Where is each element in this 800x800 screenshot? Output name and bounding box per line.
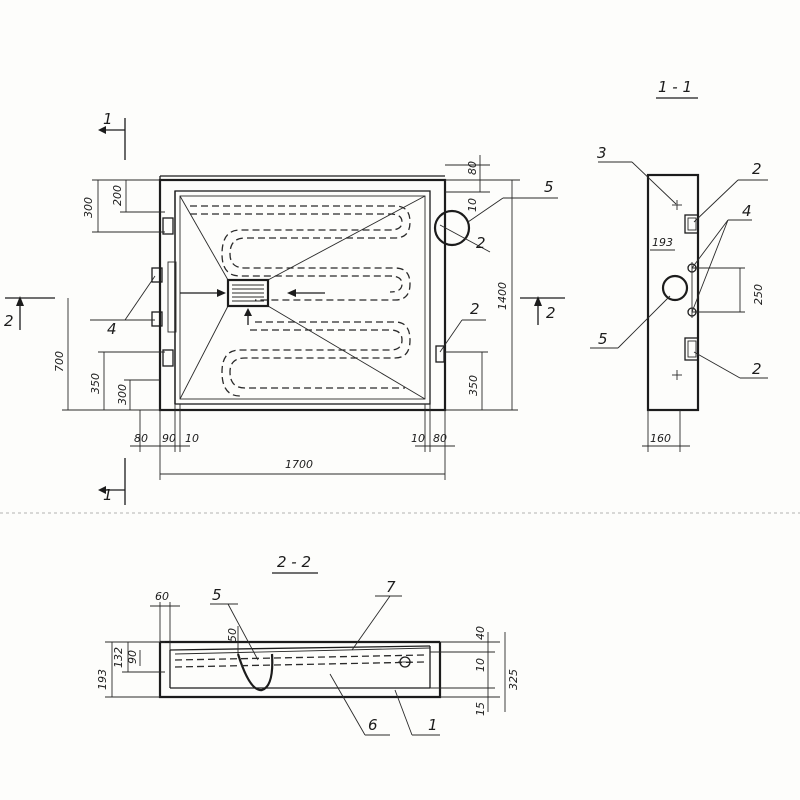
basin-inner-outline <box>174 190 431 405</box>
cut-label-1-bottom: 1 <box>103 486 113 504</box>
dim-80-bottom-right: 80 <box>433 432 447 445</box>
side-outlet-circle <box>661 274 689 302</box>
dim-350-left: 350 <box>89 373 102 394</box>
dim-300: 300 <box>82 197 95 218</box>
callout-2-side-bottom: 2 <box>752 360 762 378</box>
callout-3-side: 3 <box>597 144 607 162</box>
plan-outline <box>158 178 447 412</box>
callout-5-side: 5 <box>598 330 608 348</box>
side-outline <box>646 173 700 412</box>
cut-label-1-top: 1 <box>103 110 113 128</box>
callout-2-plan-right: 2 <box>470 300 480 318</box>
nozzle <box>151 267 163 283</box>
dim-350-right: 350 <box>467 375 480 396</box>
section-2-2: 2 - 2 193 132 90 60 50 <box>96 553 520 736</box>
callout-1-section: 1 <box>428 716 438 734</box>
dim-10-bottom-right: 10 <box>411 432 425 445</box>
dim-200: 200 <box>111 185 124 206</box>
cut-label-2-right: 2 <box>546 304 556 322</box>
section-2-2-title: 2 - 2 <box>277 553 311 571</box>
dim-10-top: 10 <box>466 198 479 212</box>
callout-2-plan-top: 2 <box>476 234 486 252</box>
nozzle <box>151 311 163 327</box>
dim-700: 700 <box>53 351 66 372</box>
callout-2-side-top: 2 <box>752 160 762 178</box>
sec-dim-40: 40 <box>474 626 487 640</box>
cut-label-2-left: 2 <box>4 312 14 330</box>
slope-line <box>179 305 229 400</box>
slope-line <box>267 305 426 400</box>
section-1-1: 1 - 1 193 250 160 3 <box>590 78 768 452</box>
heating-coil <box>190 205 411 389</box>
dim-300-left: 300 <box>116 384 129 405</box>
sec-dim-15: 15 <box>474 702 487 716</box>
dim-1700: 1700 <box>285 458 313 471</box>
dim-80-bottom-left: 80 <box>134 432 148 445</box>
dim-80-top: 80 <box>466 161 479 175</box>
nozzle <box>162 217 174 235</box>
plan-view: 1 1 2 2 300 200 700 350 300 80 <box>4 110 565 505</box>
drain-funnel <box>236 653 274 692</box>
sec-dim-132: 132 <box>112 647 125 668</box>
side-dim-193: 193 <box>652 236 673 249</box>
dim-10-bottom-left: 10 <box>185 432 199 445</box>
sec-dim-50: 50 <box>226 628 239 642</box>
section-1-1-title: 1 - 1 <box>658 78 692 96</box>
sec-dim-10: 10 <box>474 658 487 672</box>
side-dim-250: 250 <box>752 284 765 305</box>
callout-4-plan: 4 <box>107 320 117 338</box>
sec-dim-193: 193 <box>96 669 109 690</box>
sec-dim-325: 325 <box>507 669 520 690</box>
dim-90: 90 <box>162 432 176 445</box>
callout-5-section: 5 <box>212 586 222 604</box>
callout-7-section: 7 <box>386 578 396 596</box>
slope-line <box>179 195 229 281</box>
callout-4-side: 4 <box>742 202 752 220</box>
drain-grate <box>226 278 270 308</box>
nozzle <box>162 349 174 367</box>
dim-1400: 1400 <box>496 282 509 310</box>
callout-6-section: 6 <box>368 716 378 734</box>
sec-dim-60: 60 <box>155 590 169 603</box>
nozzle <box>435 345 445 363</box>
callout-5-plan: 5 <box>544 178 554 196</box>
section-body <box>158 642 442 699</box>
side-dim-160: 160 <box>650 432 671 445</box>
outlet-circle <box>433 209 471 247</box>
sec-dim-90: 90 <box>126 650 139 664</box>
